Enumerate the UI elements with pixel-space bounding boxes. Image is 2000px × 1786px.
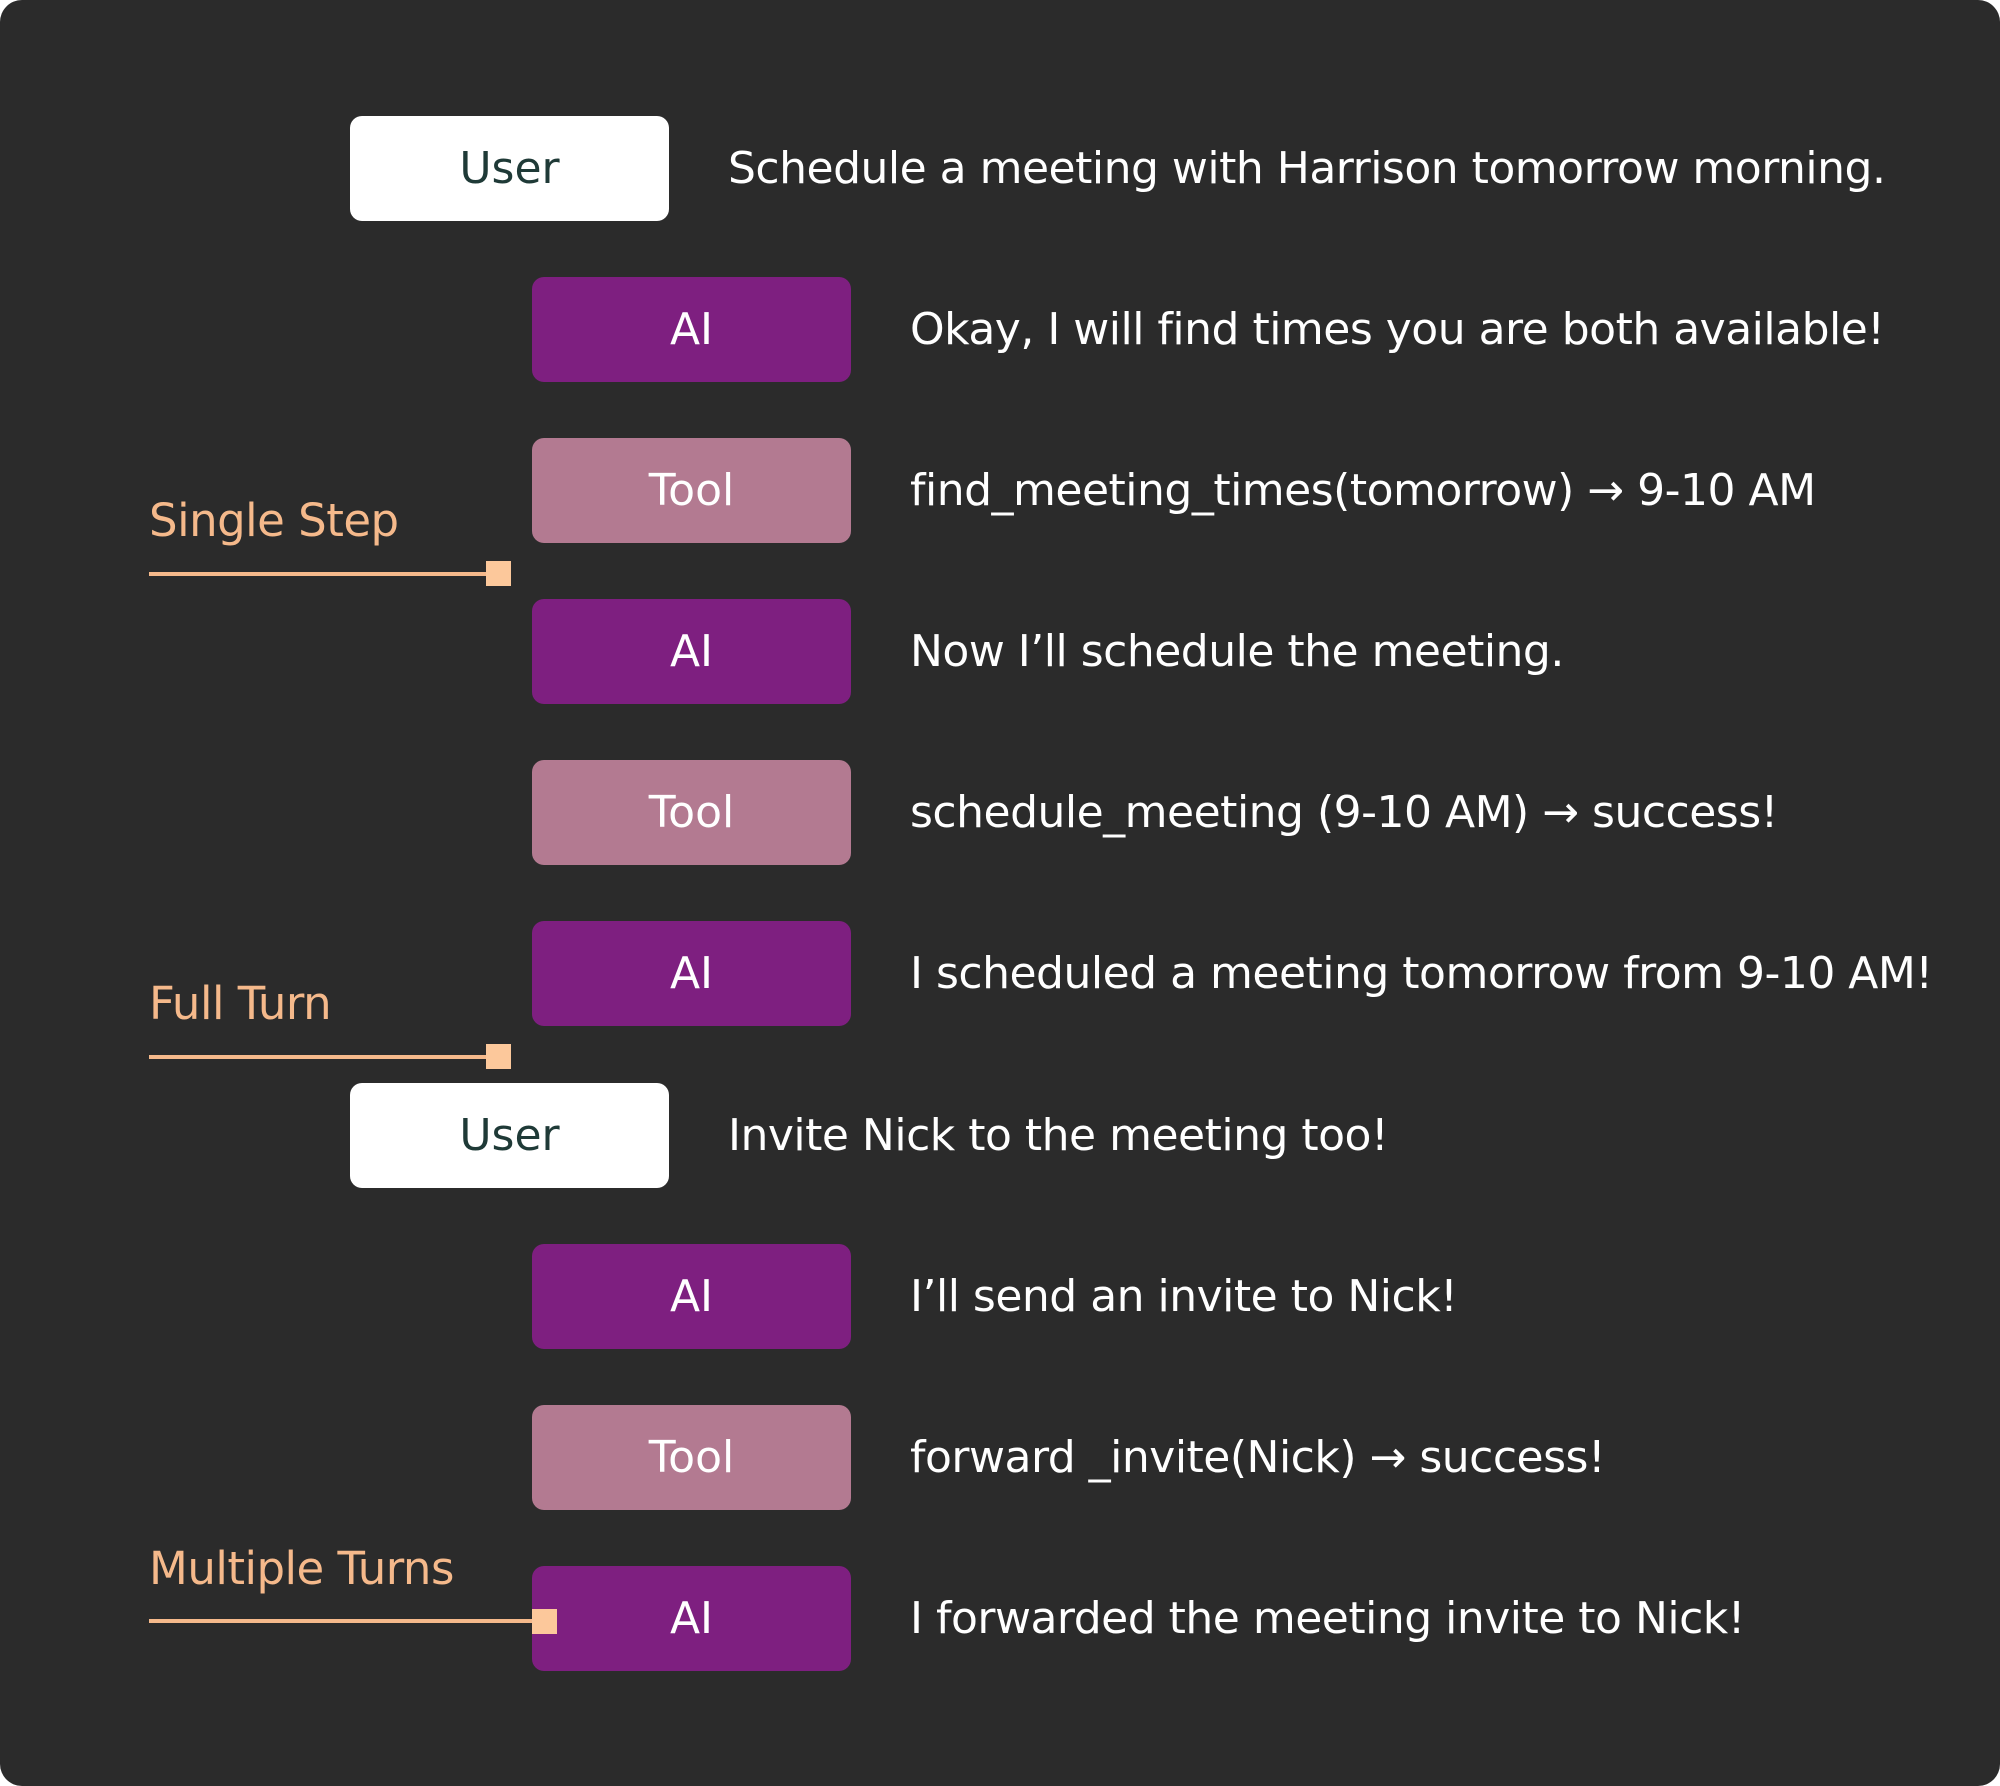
user-role-box: User: [350, 116, 669, 221]
message-text: I’ll send an invite to Nick!: [910, 1271, 1458, 1322]
full-turn-line: [149, 1055, 499, 1059]
message-text: Schedule a meeting with Harrison tomorro…: [728, 143, 1886, 194]
message-row: AI Okay, I will find times you are both …: [0, 277, 2000, 382]
full-turn-marker: [486, 1044, 511, 1069]
message-text: I scheduled a meeting tomorrow from 9-10…: [910, 948, 1933, 999]
ai-role-box: AI: [532, 277, 851, 382]
message-row: Tool find_meeting_times(tomorrow) → 9-10…: [0, 438, 2000, 543]
message-row: AI Now I’ll schedule the meeting.: [0, 599, 2000, 704]
ai-role-box: AI: [532, 599, 851, 704]
message-text: find_meeting_times(tomorrow) → 9-10 AM: [910, 465, 1816, 516]
tool-role-box: Tool: [532, 760, 851, 865]
full-turn-label: Full Turn: [149, 977, 332, 1030]
ai-role-box: AI: [532, 1244, 851, 1349]
message-row: Tool schedule_meeting (9-10 AM) → succes…: [0, 760, 2000, 865]
message-row: User Invite Nick to the meeting too!: [0, 1083, 2000, 1188]
ai-role-box: AI: [532, 1566, 851, 1671]
user-role-box: User: [350, 1083, 669, 1188]
single-step-marker: [486, 561, 511, 586]
message-text: I forwarded the meeting invite to Nick!: [910, 1593, 1745, 1644]
ai-role-box: AI: [532, 921, 851, 1026]
message-row: User Schedule a meeting with Harrison to…: [0, 116, 2000, 221]
message-row: AI I scheduled a meeting tomorrow from 9…: [0, 921, 2000, 1026]
message-text: schedule_meeting (9-10 AM) → success!: [910, 787, 1778, 838]
message-text: Now I’ll schedule the meeting.: [910, 626, 1564, 677]
single-step-label: Single Step: [149, 494, 399, 547]
tool-role-box: Tool: [532, 1405, 851, 1510]
single-step-line: [149, 572, 499, 576]
message-text: Invite Nick to the meeting too!: [728, 1110, 1389, 1161]
message-row: Tool forward _invite(Nick) → success!: [0, 1405, 2000, 1510]
message-text: Okay, I will find times you are both ava…: [910, 304, 1885, 355]
message-text: forward _invite(Nick) → success!: [910, 1432, 1606, 1483]
message-row: AI I’ll send an invite to Nick!: [0, 1244, 2000, 1349]
multiple-turns-marker: [532, 1609, 557, 1634]
multiple-turns-line: [149, 1619, 544, 1623]
message-row: AI I forwarded the meeting invite to Nic…: [0, 1566, 2000, 1671]
multiple-turns-label: Multiple Turns: [149, 1542, 454, 1595]
tool-role-box: Tool: [532, 438, 851, 543]
